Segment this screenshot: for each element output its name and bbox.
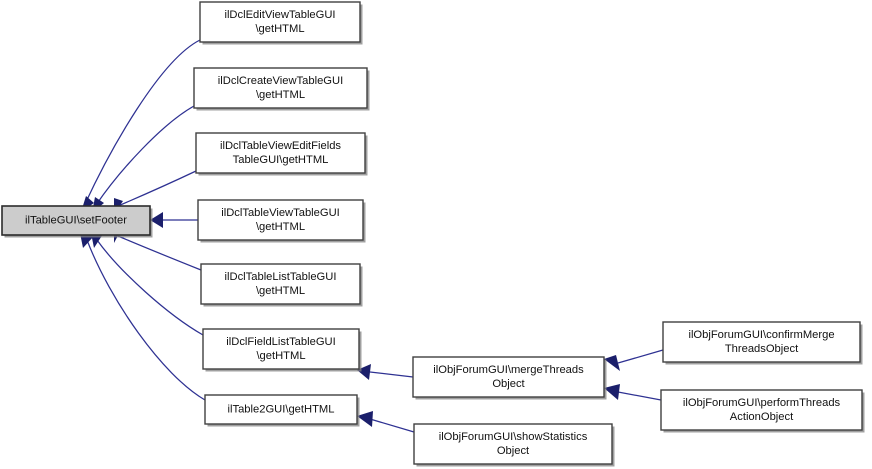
node-iltablegui-setfooter-label-line-0: ilTableGUI\setFooter [25, 214, 127, 226]
node-ilobjforumgui-showstatisticsobject-label-line-1: Object [497, 445, 530, 457]
node-ildclfieldlisttablegui-gethtml[interactable]: ilDclFieldListTableGUI \getHTML [202, 328, 362, 372]
node-ilobjforumgui-confirmmergethreadsobject-box[interactable] [662, 321, 861, 363]
edge-performthreads-to-mergethreads-arrowhead-icon [604, 384, 620, 400]
node-ildclfieldlisttablegui-gethtml-label-line-0: ilDclFieldListTableGUI [226, 336, 335, 348]
edge-confirmmerge-to-mergethreads [604, 349, 664, 371]
edge-dcltableview-to-setfooter-arrowhead-icon [150, 212, 163, 228]
node-ildclcreateviewtablegui-gethtml-label-line-1: \getHTML [256, 89, 305, 101]
node-ildcltablevieweditfieldstablegui-gethtml-box[interactable] [195, 132, 366, 174]
node-iltable2gui-gethtml-label-line-0: ilTable2GUI\getHTML [228, 403, 335, 415]
edge-mergethreads-to-table2gui-line [369, 371, 414, 378]
node-ildclfieldlisttablegui-gethtml-box[interactable] [202, 328, 360, 370]
edge-performthreads-to-mergethreads [604, 384, 662, 401]
node-ilobjforumgui-mergethreadsobject-label-line-1: Object [492, 378, 525, 390]
node-ildcleditviewtablegui-gethtml-label-line-0: ilDclEditViewTableGUI [224, 9, 335, 21]
edge-showstatistics-to-table2gui-arrowhead-icon [357, 411, 373, 427]
edge-dcltableviewedit-to-setfooter-line [117, 170, 197, 207]
edge-showstatistics-to-table2gui [357, 411, 415, 433]
edge-performthreads-to-mergethreads-line [617, 391, 662, 401]
node-ildcltableviewtablegui-gethtml[interactable]: ilDclTableViewTableGUI \getHTML [197, 199, 366, 243]
node-ilobjforumgui-showstatisticsobject-label-line-0: ilObjForumGUI\showStatistics [439, 431, 588, 443]
edge-mergethreads-to-table2gui-arrowhead-icon [357, 364, 371, 380]
edge-dcleditview-to-setfooter-line [84, 39, 201, 205]
edge-dcleditview-to-setfooter [81, 39, 201, 212]
edge-confirmmerge-to-mergethreads-line [617, 349, 664, 364]
node-iltablegui-setfooter-box[interactable] [1, 205, 151, 236]
edge-dcltableview-to-setfooter [150, 212, 198, 228]
node-ildcltablelisttablegui-gethtml[interactable]: ilDclTableListTableGUI \getHTML [200, 263, 363, 307]
edge-table2gui-to-setfooter [80, 233, 206, 401]
edge-dclfieldlist-to-setfooter-line [96, 239, 204, 336]
node-ilobjforumgui-performthreadsactionobject-label-line-1: ActionObject [730, 411, 794, 423]
node-ildcltablelisttablegui-gethtml-label-line-1: \getHTML [256, 285, 305, 297]
edge-dclcreateview-to-setfooter-line [95, 105, 195, 206]
node-ilobjforumgui-mergethreadsobject-label-line-0: ilObjForumGUI\mergeThreads [433, 364, 584, 376]
node-iltablegui-setfooter[interactable]: ilTableGUI\setFooter [1, 205, 153, 238]
edge-confirmmerge-to-mergethreads-arrowhead-icon [604, 355, 620, 371]
node-ildclcreateviewtablegui-gethtml-label-line-0: ilDclCreateViewTableGUI [218, 75, 343, 87]
node-ildcleditviewtablegui-gethtml-label-line-1: \getHTML [255, 23, 304, 35]
node-ildcltablevieweditfieldstablegui-gethtml-label-line-0: ilDclTableViewEditFields [220, 140, 341, 152]
node-ilobjforumgui-confirmmergethreadsobject-label-line-1: ThreadsObject [725, 343, 799, 355]
edge-showstatistics-to-table2gui-line [369, 418, 415, 433]
node-ilobjforumgui-showstatisticsobject-box[interactable] [413, 423, 613, 465]
node-ildclcreateviewtablegui-gethtml[interactable]: ilDclCreateViewTableGUI \getHTML [193, 67, 370, 111]
node-ildcltableviewtablegui-gethtml-label-line-0: ilDclTableViewTableGUI [221, 207, 340, 219]
node-ildclcreateviewtablegui-gethtml-box[interactable] [193, 67, 368, 109]
edge-dcltablelist-to-setfooter-line [117, 235, 202, 271]
node-ilobjforumgui-performthreadsactionobject-label-line-0: ilObjForumGUI\performThreads [683, 397, 841, 409]
node-iltable2gui-gethtml-box[interactable] [204, 394, 358, 425]
node-ildcltableviewtablegui-gethtml-box[interactable] [197, 199, 364, 241]
node-iltable2gui-gethtml[interactable]: ilTable2GUI\getHTML [204, 394, 360, 427]
node-ilobjforumgui-confirmmergethreadsobject-label-line-0: ilObjForumGUI\confirmMerge [688, 329, 834, 341]
edge-mergethreads-to-table2gui [357, 364, 414, 380]
node-ildcleditviewtablegui-gethtml[interactable]: ilDclEditViewTableGUI \getHTML [199, 1, 363, 45]
node-ildcltablelisttablegui-gethtml-box[interactable] [200, 263, 361, 305]
node-ildcleditviewtablegui-gethtml-box[interactable] [199, 1, 361, 43]
node-ildcltablevieweditfieldstablegui-gethtml-label-line-1: TableGUI\getHTML [233, 154, 329, 166]
node-ildcltableviewtablegui-gethtml-label-line-1: \getHTML [256, 221, 305, 233]
node-ilobjforumgui-performthreadsactionobject-box[interactable] [660, 389, 863, 431]
node-ildcltablelisttablegui-gethtml-label-line-0: ilDclTableListTableGUI [225, 271, 337, 283]
node-ildclfieldlisttablegui-gethtml-label-line-1: \getHTML [256, 350, 305, 362]
node-ilobjforumgui-mergethreadsobject-box[interactable] [412, 356, 605, 398]
edge-table2gui-to-setfooter-line [86, 239, 206, 401]
